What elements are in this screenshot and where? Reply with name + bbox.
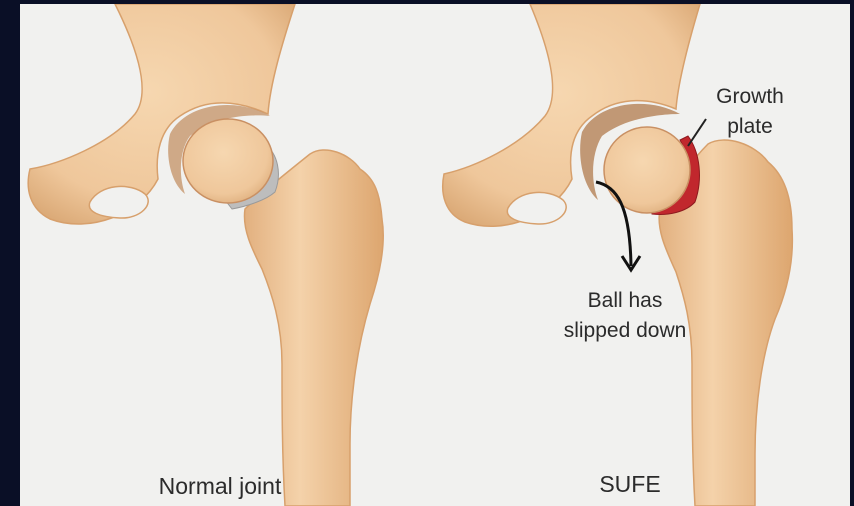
normal-joint-caption: Normal joint [115,473,325,500]
normal-femoral-head [183,119,273,203]
growth-plate-label-line1: Growth [700,82,800,112]
hip-joint-illustration [20,4,850,506]
sufe-figure [443,4,793,506]
ball-slipped-label: Ball has slipped down [535,286,715,346]
diagram-panel: Growth plate Ball has slipped down Norma… [20,4,850,506]
ball-slipped-label-line2: slipped down [535,316,715,346]
normal-femur [244,150,383,506]
growth-plate-label-line2: plate [700,112,800,142]
sufe-caption: SUFE [550,471,710,498]
sufe-femoral-head [604,127,690,213]
normal-joint-figure [28,4,383,506]
growth-plate-label: Growth plate [700,82,800,142]
ball-slipped-label-line1: Ball has [535,286,715,316]
